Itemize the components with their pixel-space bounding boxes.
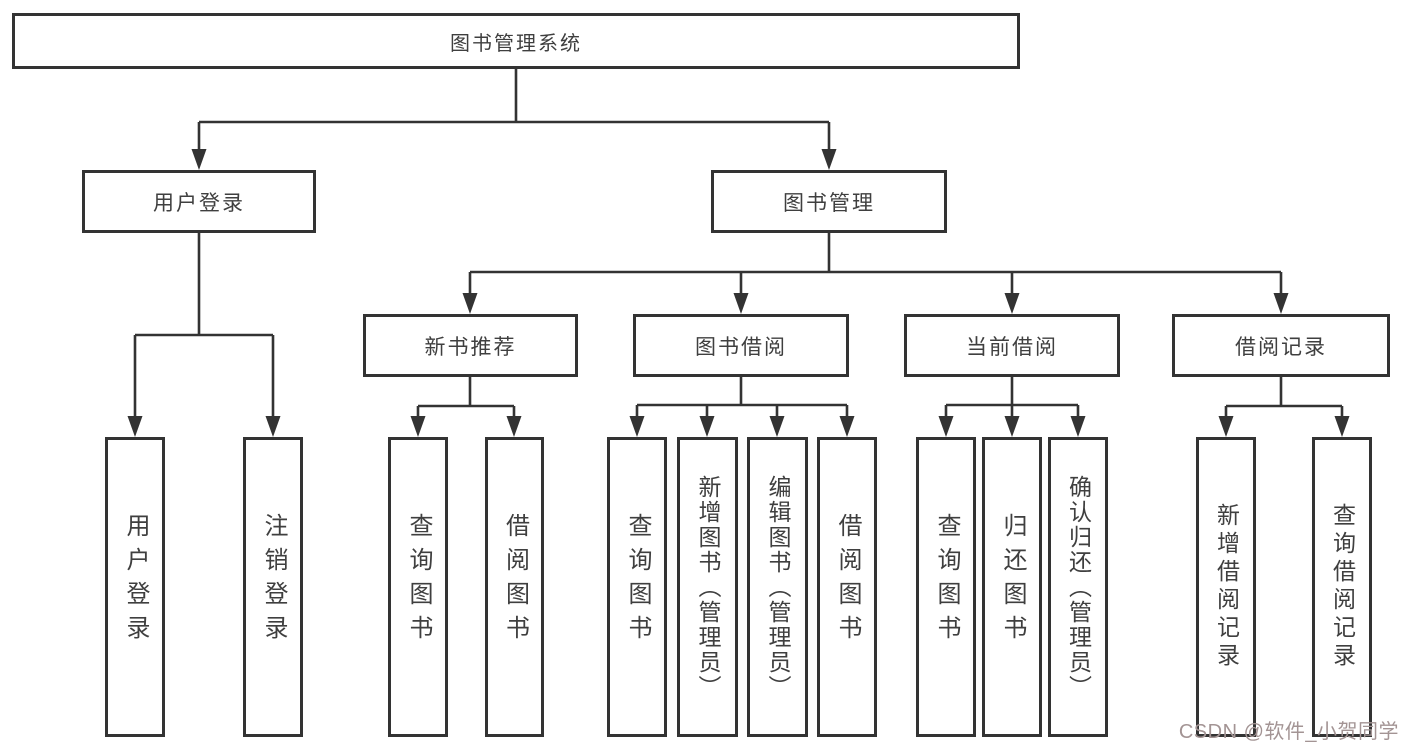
csdn-watermark: CSDN @软件_小贺同学 <box>1178 721 1399 743</box>
leaf-query-borrow-record-label: 查询借阅记录 <box>1329 503 1356 671</box>
leaf-logout-login-label: 注销登录 <box>260 513 287 649</box>
leaf-query-book-borrow: 查询图书 <box>607 437 667 737</box>
leaf-add-book-admin-label: 新增图书（管理员） <box>695 474 721 700</box>
leaf-borrow-book-recommend: 借阅图书 <box>485 437 544 737</box>
leaf-query-book-recommend: 查询图书 <box>388 437 448 737</box>
leaf-return-book-label: 归还图书 <box>999 513 1026 649</box>
leaf-add-borrow-record: 新增借阅记录 <box>1196 437 1256 737</box>
node-current-borrow: 当前借阅 <box>904 314 1120 377</box>
leaf-query-borrow-record: 查询借阅记录 <box>1312 437 1372 737</box>
leaf-query-book-recommend-label: 查询图书 <box>405 513 432 649</box>
leaf-confirm-return-admin: 确认归还（管理员） <box>1048 437 1108 737</box>
leaf-query-book-current-label: 查询图书 <box>933 513 960 649</box>
node-book-management: 图书管理 <box>711 170 947 233</box>
node-book-borrow: 图书借阅 <box>633 314 849 377</box>
node-root-system: 图书管理系统 <box>12 13 1020 69</box>
leaf-add-book-admin: 新增图书（管理员） <box>677 437 738 737</box>
leaf-user-login: 用户登录 <box>105 437 165 737</box>
leaf-edit-book-admin: 编辑图书（管理员） <box>747 437 808 737</box>
leaf-confirm-return-admin-label: 确认归还（管理员） <box>1065 474 1092 700</box>
node-user-login: 用户登录 <box>82 170 316 233</box>
leaf-query-book-current: 查询图书 <box>916 437 976 737</box>
leaf-borrow-book-label: 借阅图书 <box>834 513 861 649</box>
node-borrow-record: 借阅记录 <box>1172 314 1390 377</box>
leaf-user-login-label: 用户登录 <box>122 513 149 649</box>
leaf-borrow-book: 借阅图书 <box>817 437 877 737</box>
leaf-add-borrow-record-label: 新增借阅记录 <box>1213 503 1240 671</box>
leaf-query-book-borrow-label: 查询图书 <box>624 513 651 649</box>
leaf-edit-book-admin-label: 编辑图书（管理员） <box>765 474 791 700</box>
leaf-logout-login: 注销登录 <box>243 437 303 737</box>
arrowheads <box>127 149 1350 437</box>
leaf-return-book: 归还图书 <box>982 437 1042 737</box>
leaf-borrow-book-recommend-label: 借阅图书 <box>501 513 529 649</box>
node-new-book-recommend: 新书推荐 <box>363 314 578 377</box>
